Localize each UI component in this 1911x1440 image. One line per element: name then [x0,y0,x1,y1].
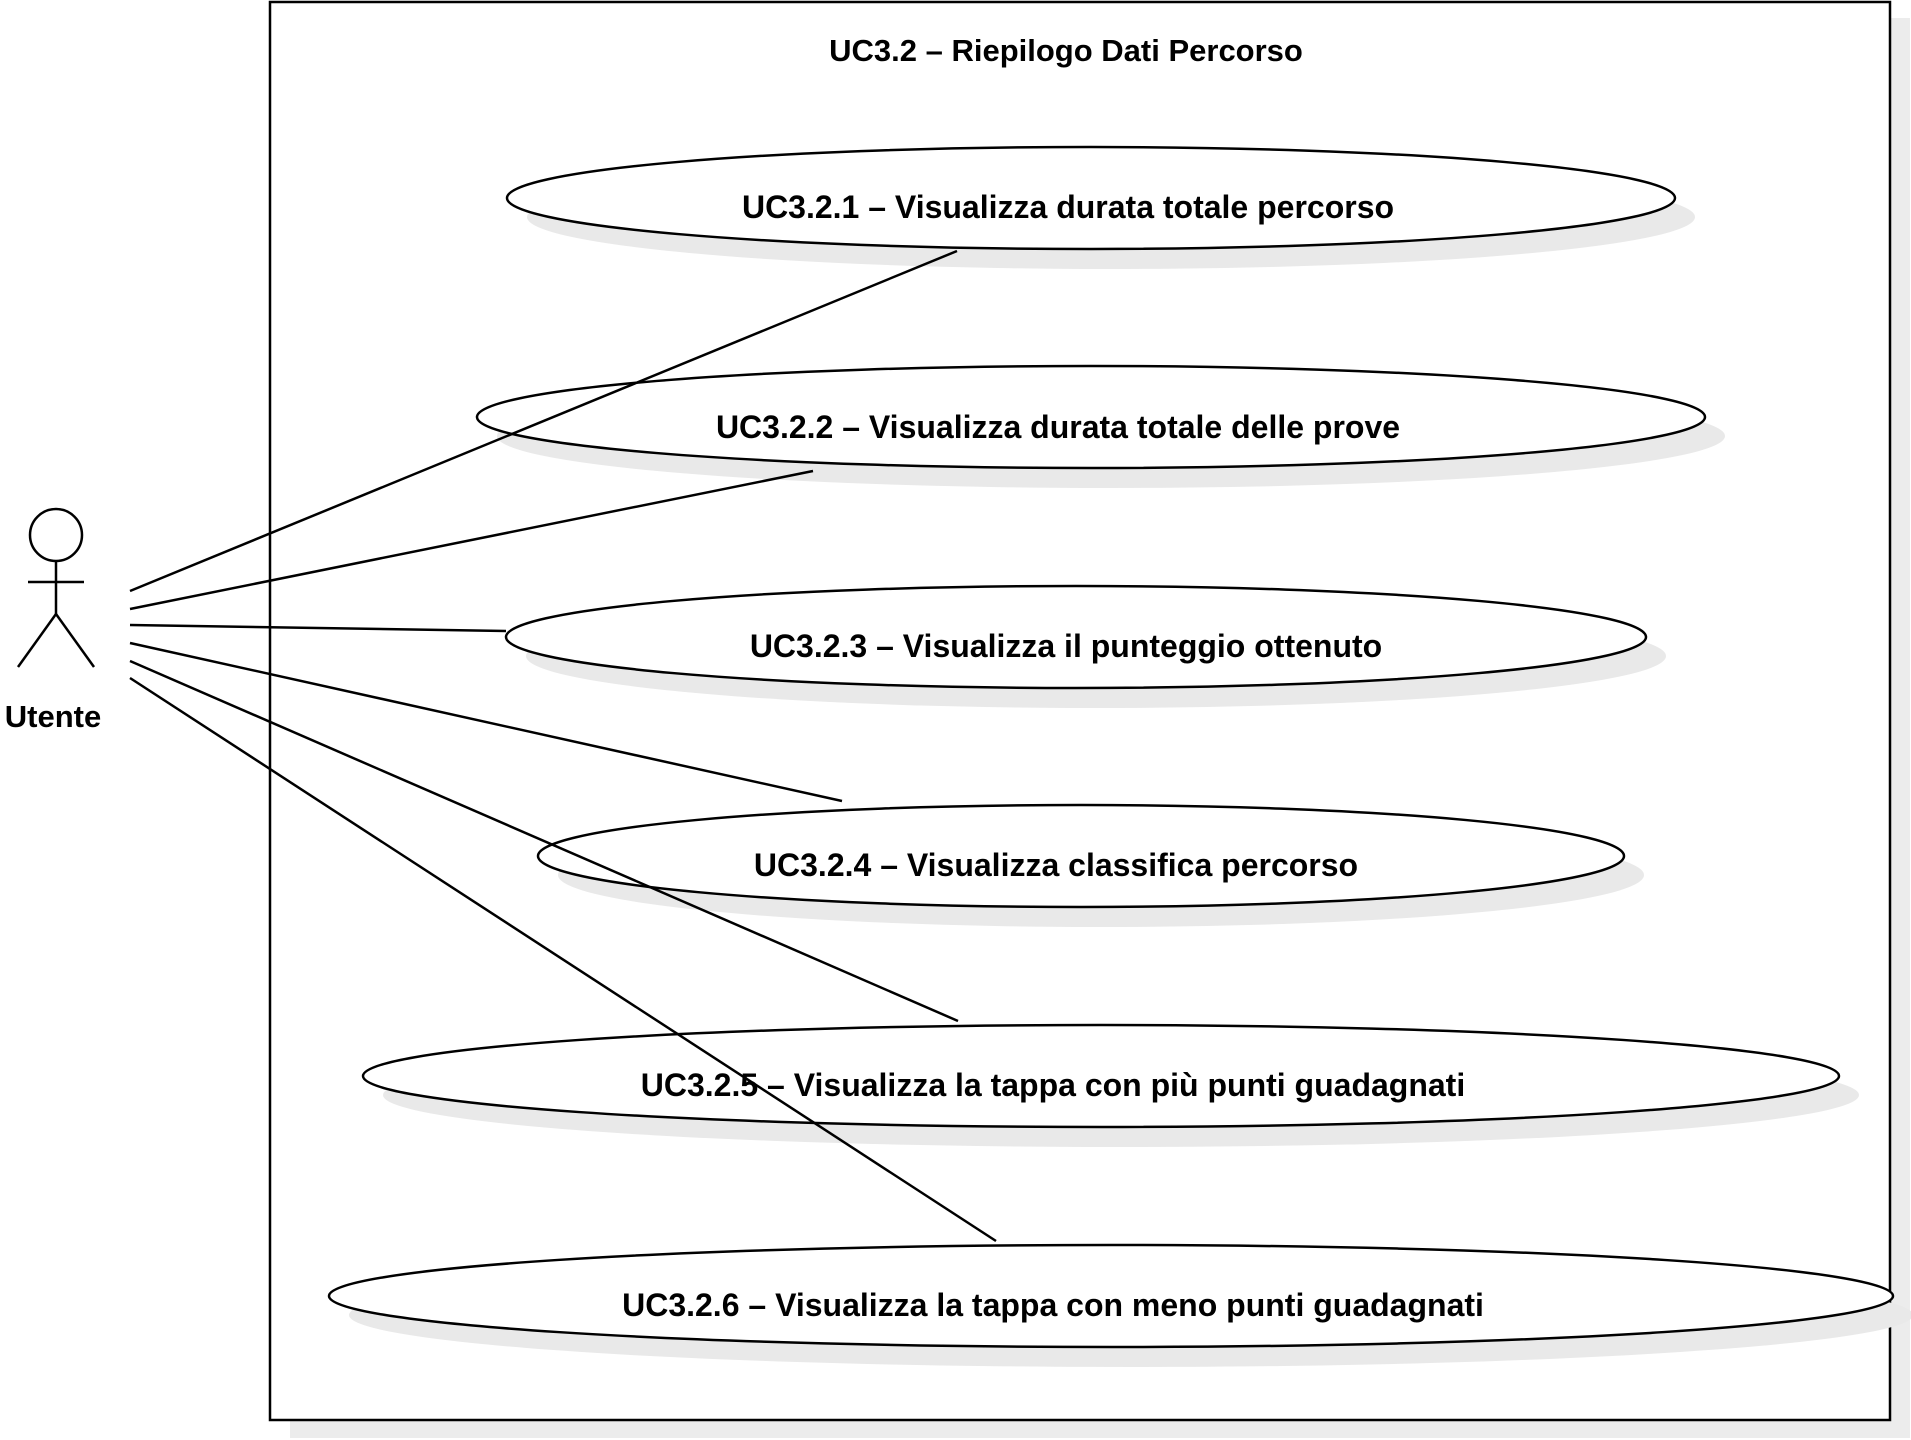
association-uc4 [129,641,843,803]
use-case-4-label: UC3.2.4 – Visualizza classifica percorso [754,847,1358,883]
use-case-2[interactable] [475,364,1707,470]
association-uc2 [129,469,814,611]
use-case-1[interactable] [505,145,1677,251]
actor-name: Utente [5,699,101,734]
association-uc1 [129,249,958,593]
use-case-4[interactable] [536,803,1626,909]
use-case-3[interactable] [504,584,1648,690]
use-cases [327,145,1895,1349]
use-case-6[interactable] [327,1243,1895,1349]
actor-right-leg [54,613,96,668]
actor-left-leg [16,613,58,668]
use-case-5-label: UC3.2.5 – Visualizza la tappa con più pu… [641,1067,1465,1103]
associations [129,249,997,1243]
use-case-2-label: UC3.2.2 – Visualizza durata totale delle… [716,409,1400,445]
stick-figure-icon[interactable] [16,507,96,668]
use-case-5[interactable] [361,1023,1841,1129]
system-title: UC3.2 – Riepilogo Dati Percorso [829,33,1303,68]
use-case-labels: UC3.2.1 – Visualizza durata totale perco… [622,189,1484,1323]
association-uc5 [129,659,959,1023]
association-uc6 [129,676,997,1243]
actor-head [28,507,84,563]
use-case-1-label: UC3.2.1 – Visualizza durata totale perco… [742,189,1394,225]
association-uc3 [129,623,507,633]
use-case-6-label: UC3.2.6 – Visualizza la tappa con meno p… [622,1287,1484,1323]
use-case-3-label: UC3.2.3 – Visualizza il punteggio ottenu… [750,628,1382,664]
